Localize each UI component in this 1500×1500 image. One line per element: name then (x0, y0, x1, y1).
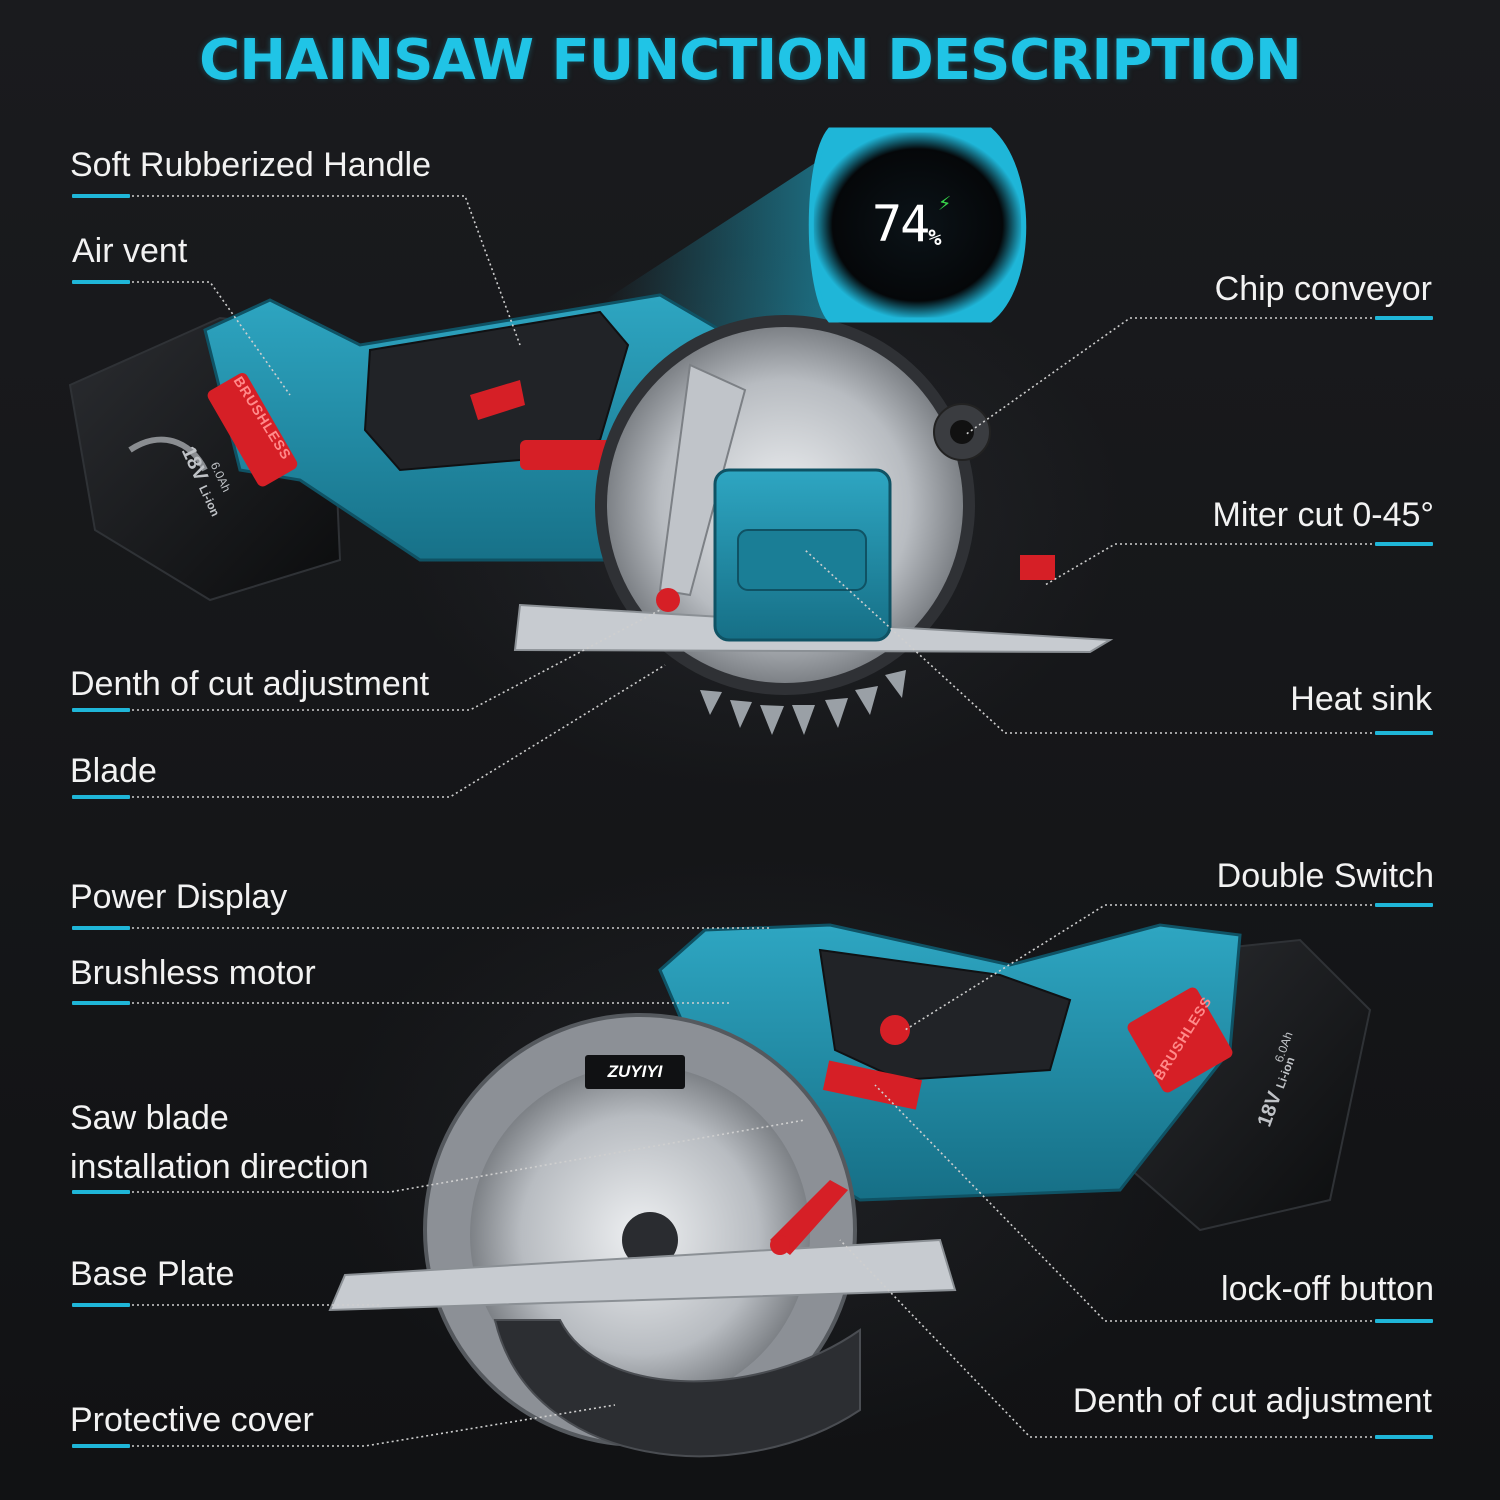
label-brushless-motor: Brushless motor (70, 954, 316, 992)
label-underline (72, 1001, 130, 1005)
power-display-bubble (808, 127, 1027, 323)
label-heat-sink: Heat sink (1290, 680, 1432, 718)
label-underline (72, 1190, 130, 1194)
label-depth-top: Denth of cut adjustment (70, 665, 430, 703)
depth-knob (656, 588, 680, 612)
label-underline (1375, 316, 1433, 320)
brushless-badge (207, 373, 298, 487)
label-underline (1375, 1435, 1433, 1439)
label-underline (72, 1303, 130, 1307)
handle-accent (470, 380, 525, 420)
protective-cover-shape (493, 1319, 861, 1458)
label-depth-bottom: Denth of cut adjustment (1072, 1382, 1432, 1420)
blade-teeth (700, 670, 906, 735)
label-underline (72, 795, 130, 799)
label-air-vent: Air vent (72, 232, 188, 270)
label-blade: Blade (70, 752, 157, 790)
leader-lines (72, 195, 1432, 1447)
page-title: CHAINSAW FUNCTION DESCRIPTION (199, 28, 1302, 93)
label-underline (1375, 903, 1433, 907)
label-protective-cover: Protective cover (70, 1401, 314, 1439)
readout-value: 74 (872, 195, 930, 253)
label-underline (72, 280, 130, 284)
label-double-switch: Double Switch (1216, 857, 1434, 895)
readout-unit: % (928, 226, 942, 251)
label-lockoff: lock-off button (1221, 1270, 1434, 1308)
brand-logo: ZUYIYI (607, 1062, 663, 1081)
label-miter-cut: Miter cut 0-45° (1212, 496, 1434, 534)
label-power-display: Power Display (70, 878, 288, 916)
miter-knob (1020, 555, 1055, 580)
heat-sink-fins (737, 529, 867, 591)
brushless-badge-bottom (1127, 987, 1233, 1093)
bottom-saw (328, 923, 1372, 1458)
label-underline (1375, 542, 1433, 546)
label-soft-handle: Soft Rubberized Handle (70, 146, 432, 184)
top-saw (68, 150, 1114, 735)
label-saw-blade-install-line2: installation direction (70, 1148, 369, 1186)
trigger (520, 440, 615, 470)
depth-lever (770, 1180, 848, 1255)
display-beam (605, 150, 835, 330)
brand-badge (585, 1055, 685, 1089)
base-plate-bottom (328, 1238, 957, 1312)
label-underline (72, 708, 130, 712)
label-underline (1375, 731, 1433, 735)
label-saw-blade-install-line1: Saw blade (70, 1099, 229, 1137)
label-underline (72, 194, 130, 198)
power-readout: 74% ⚡ (872, 191, 972, 253)
label-base-plate: Base Plate (70, 1255, 235, 1293)
label-chip-conveyor: Chip conveyor (1214, 270, 1432, 308)
label-underline (72, 1444, 130, 1448)
switch-button (880, 1015, 910, 1045)
arbor-nut (622, 1212, 678, 1268)
label-underline (72, 926, 130, 930)
depth-scale (658, 363, 747, 597)
bottom-handle (818, 948, 1072, 1082)
label-underline (1375, 1319, 1433, 1323)
lockoff-button (822, 1060, 923, 1110)
lightning-icon: ⚡ (938, 191, 952, 216)
